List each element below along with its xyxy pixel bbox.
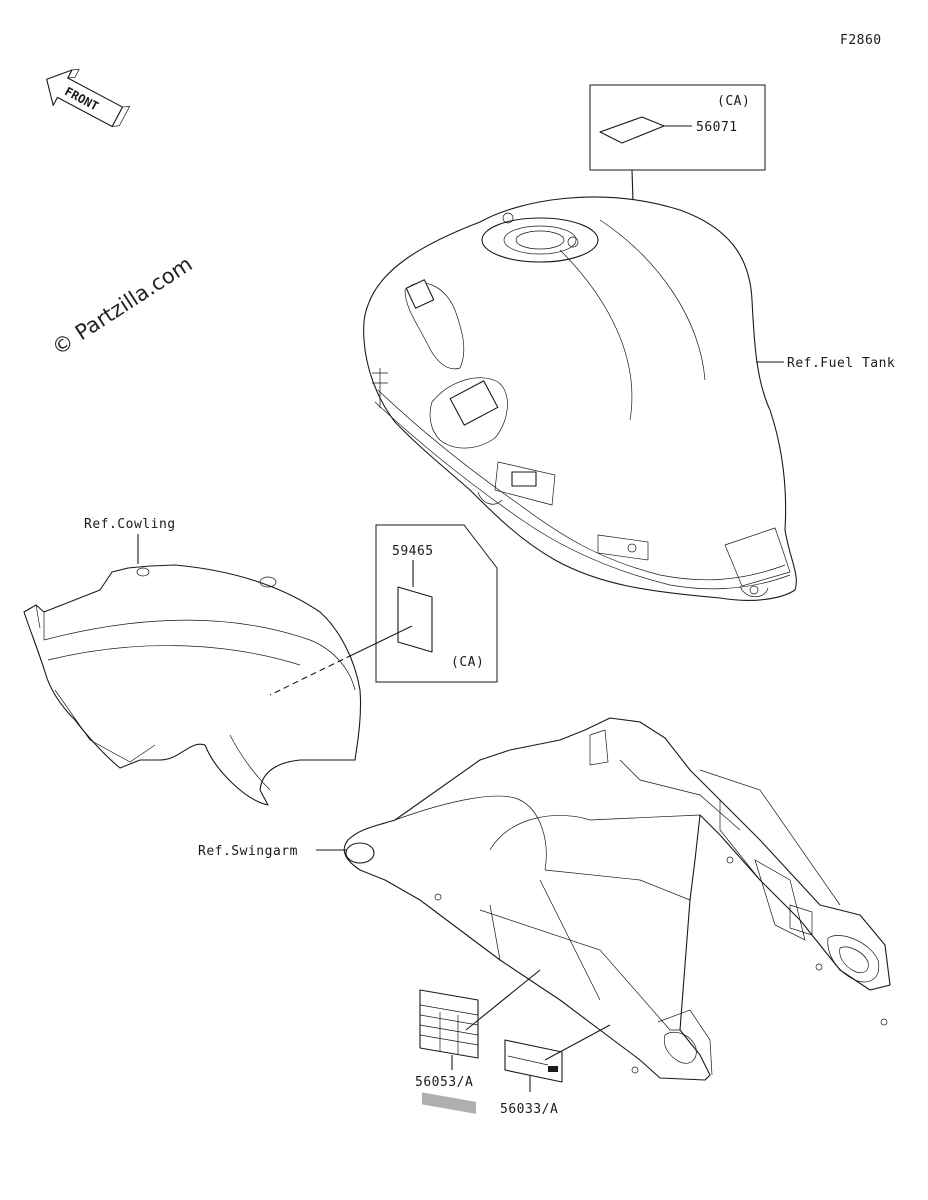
- part-number-59465: 59465: [392, 544, 434, 559]
- decal-56053: [419, 989, 479, 1114]
- label-box-59465: [375, 524, 498, 683]
- decal-59465-shape: [397, 586, 433, 653]
- part-number-56033: 56033/A: [500, 1102, 558, 1117]
- decal-56071-shape: [599, 116, 665, 144]
- watermark: © Partzilla.com: [48, 252, 197, 360]
- ref-fuel-tank: Ref.Fuel Tank: [787, 356, 895, 371]
- label-box-56071: [589, 84, 766, 171]
- cowling: [23, 564, 362, 806]
- ref-swingarm: Ref.Swingarm: [198, 844, 298, 859]
- leader-56053-up: [465, 969, 541, 1031]
- box-top-ca: (CA): [717, 94, 750, 109]
- figure-code: F2860: [840, 33, 882, 48]
- swingarm: [343, 717, 891, 1081]
- part-number-56071: 56071: [696, 120, 738, 135]
- ref-cowling: Ref.Cowling: [84, 517, 176, 532]
- box-mid-ca: (CA): [451, 655, 484, 670]
- leader-59465-dashed: [269, 654, 353, 696]
- front-arrow-icon: FRONT: [46, 68, 131, 128]
- fuel-tank: [363, 196, 797, 601]
- leader-59465-to-cowling: [351, 625, 413, 656]
- leader-56033-up: [544, 1024, 611, 1061]
- part-number-56053: 56053/A: [415, 1075, 473, 1090]
- decal-56033: [504, 1039, 563, 1083]
